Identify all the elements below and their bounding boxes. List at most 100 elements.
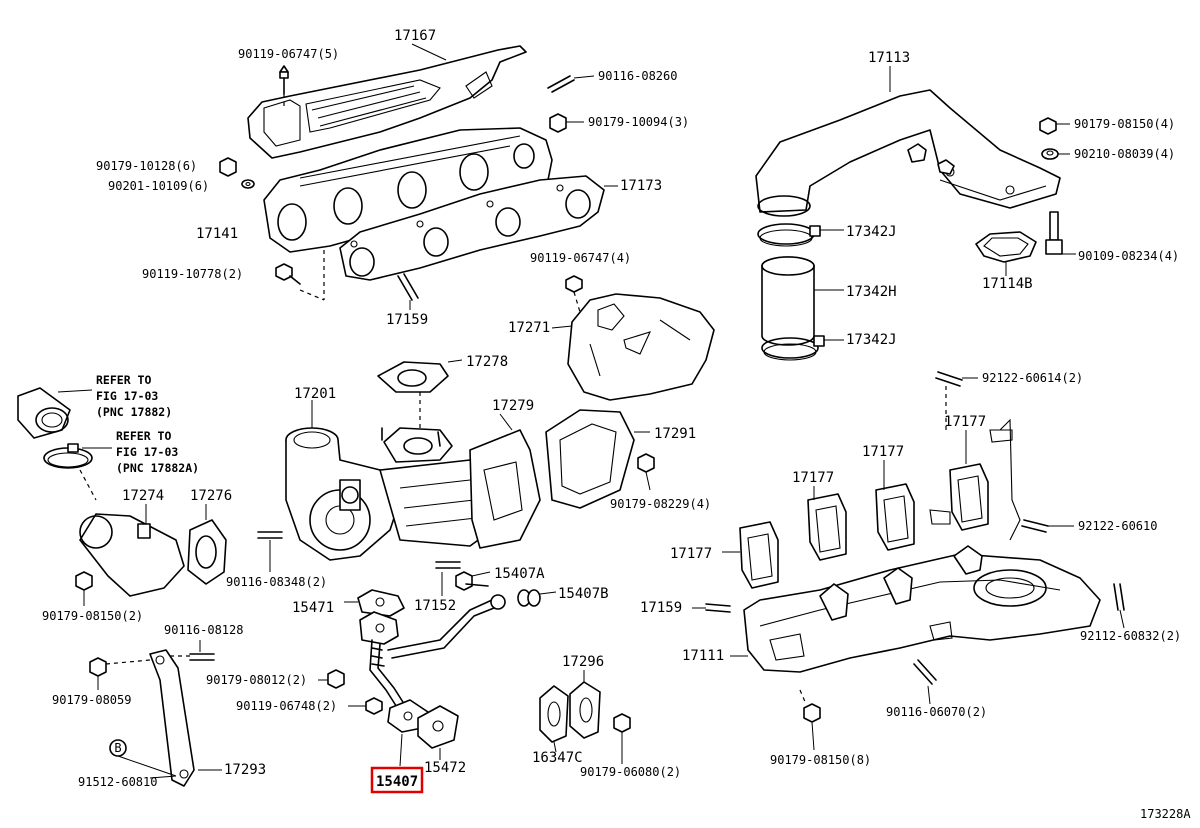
bolt-90119-06747-5[interactable] (279, 65, 289, 110)
label-90109-08234-4[interactable]: 90109-08234(4) (1078, 249, 1179, 263)
label-15407b[interactable]: 15407B (558, 586, 609, 602)
label-15472[interactable]: 15472 (424, 760, 466, 776)
label-17159-upper[interactable]: 17159 (386, 312, 428, 328)
bolt-91512-60810[interactable] (117, 755, 177, 779)
gasket-17278[interactable] (377, 359, 463, 430)
intake-pipe-17113[interactable] (755, 66, 1061, 217)
label-17152[interactable]: 17152 (414, 598, 456, 614)
label-91512-60810[interactable]: 91512-60810 (78, 775, 157, 789)
stud-17159-lower[interactable] (692, 603, 731, 613)
bolt-90119-06748-2[interactable] (348, 697, 383, 715)
nut-90179-06080-2[interactable] (613, 713, 631, 764)
label-90201-10109-6[interactable]: 90201-10109(6) (108, 179, 209, 193)
label-90179-08150-2[interactable]: 90179-08150(2) (42, 609, 143, 623)
label-17291[interactable]: 17291 (654, 426, 696, 442)
label-92122-60610[interactable]: 92122-60610 (1078, 519, 1157, 533)
washer-15407b[interactable] (517, 589, 557, 607)
label-90119-06747-5[interactable]: 90119-06747(5) (238, 47, 339, 61)
nut-90179-08150-8[interactable] (799, 689, 821, 751)
label-90179-08150-8[interactable]: 90179-08150(8) (770, 753, 871, 767)
label-17293[interactable]: 17293 (224, 762, 266, 778)
stay-17293[interactable] (105, 649, 222, 787)
label-17113[interactable]: 17113 (868, 50, 910, 66)
pipe-17274[interactable] (79, 504, 185, 597)
label-90179-08059[interactable]: 90179-08059 (52, 693, 131, 707)
label-17177-b[interactable]: 17177 (792, 470, 834, 486)
label-90179-08012-2[interactable]: 90179-08012(2) (206, 673, 307, 687)
nut-90179-08150-2[interactable] (75, 571, 93, 606)
label-17173[interactable]: 17173 (620, 178, 662, 194)
label-90119-10778-2[interactable]: 90119-10778(2) (142, 267, 243, 281)
nut-90179-10094-3[interactable] (549, 113, 584, 133)
nut-90179-10128-6[interactable] (219, 157, 237, 177)
washer-90210-08039-4[interactable] (1041, 148, 1070, 160)
label-92122-60614-2[interactable]: 92122-60614(2) (982, 371, 1083, 385)
stud-92122-60614-2[interactable] (935, 371, 978, 430)
label-15471[interactable]: 15471 (292, 600, 334, 616)
label-90210-08039-4[interactable]: 90210-08039(4) (1074, 147, 1175, 161)
stud-90116-08128[interactable] (189, 640, 215, 661)
stud-17159-upper[interactable] (397, 273, 419, 310)
insulator-17271[interactable] (551, 293, 715, 401)
nut-90179-08150-4[interactable] (1039, 117, 1070, 135)
label-17114b[interactable]: 17114B (982, 276, 1033, 292)
gasket-17114b[interactable] (975, 231, 1037, 276)
stud-90116-08348-2[interactable] (257, 531, 283, 572)
turbocharger-17201[interactable] (285, 400, 493, 561)
elbow-17279[interactable] (469, 413, 541, 549)
intake-manifold-17111[interactable] (730, 418, 1101, 673)
gasket-17276[interactable] (187, 504, 227, 585)
label-90116-08128[interactable]: 90116-08128 (164, 623, 243, 637)
nut-90179-08059[interactable] (89, 657, 107, 690)
label-90179-10128-6[interactable]: 90179-10128(6) (96, 159, 197, 173)
gasket-15471[interactable] (344, 589, 405, 617)
label-17177-c[interactable]: 17177 (862, 444, 904, 460)
gasket-17177-b[interactable] (807, 486, 847, 561)
gasket-17177-c[interactable] (875, 460, 915, 551)
label-90119-06747-4[interactable]: 90119-06747(4) (530, 251, 631, 265)
stud-92122-60610[interactable] (1021, 519, 1074, 533)
label-17271[interactable]: 17271 (508, 320, 550, 336)
clamp-ref-17882a[interactable] (43, 443, 112, 501)
label-17167[interactable]: 17167 (394, 28, 436, 44)
label-17342h[interactable]: 17342H (846, 284, 897, 300)
hose-ref-17882[interactable] (17, 387, 93, 439)
label-15407[interactable]: 15407 (376, 774, 418, 790)
stud-92112-60832-2[interactable] (1113, 583, 1125, 629)
label-17342j-upper[interactable]: 17342J (846, 224, 897, 240)
clamp-17342j-upper[interactable] (757, 223, 844, 247)
label-90179-10094-3[interactable]: 90179-10094(3) (588, 115, 689, 129)
label-90116-08260[interactable]: 90116-08260 (598, 69, 677, 83)
hose-17342h[interactable] (761, 256, 844, 346)
label-90119-06748-2[interactable]: 90119-06748(2) (236, 699, 337, 713)
bolt-90109-08234-4[interactable] (1045, 211, 1076, 255)
label-17159-lower[interactable]: 17159 (640, 600, 682, 616)
bolt-15407a[interactable] (455, 571, 491, 591)
gasket-15472[interactable] (417, 705, 459, 760)
label-17141[interactable]: 17141 (196, 226, 238, 242)
washer-90179-08012-2[interactable] (318, 669, 345, 689)
label-17278[interactable]: 17278 (466, 354, 508, 370)
gasket-17177-a[interactable] (722, 521, 779, 589)
washer-90201-10109-6[interactable] (241, 179, 255, 189)
gasket-17291[interactable] (545, 409, 650, 509)
label-17111[interactable]: 17111 (682, 648, 724, 664)
label-17276[interactable]: 17276 (190, 488, 232, 504)
label-15407a[interactable]: 15407A (494, 566, 545, 582)
bolt-90119-10778-2[interactable] (275, 263, 301, 285)
stud-17152[interactable] (435, 561, 461, 596)
label-17296[interactable]: 17296 (562, 654, 604, 670)
label-90179-08229-4[interactable]: 90179-08229(4) (610, 497, 711, 511)
clamp-17342j-lower[interactable] (761, 335, 844, 361)
label-90179-06080-2[interactable]: 90179-06080(2) (580, 765, 681, 779)
stud-90116-08260[interactable] (547, 75, 595, 93)
label-17177-a[interactable]: 17177 (670, 546, 712, 562)
stud-90116-06070-2[interactable] (913, 659, 937, 705)
bolt-90119-06747-4[interactable] (565, 275, 583, 313)
label-17274[interactable]: 17274 (122, 488, 164, 504)
heat-shield-17167[interactable] (247, 43, 527, 159)
label-17201[interactable]: 17201 (294, 386, 336, 402)
gasket-17173[interactable] (339, 175, 618, 281)
label-90179-08150-4[interactable]: 90179-08150(4) (1074, 117, 1175, 131)
label-92112-60832-2[interactable]: 92112-60832(2) (1080, 629, 1181, 643)
